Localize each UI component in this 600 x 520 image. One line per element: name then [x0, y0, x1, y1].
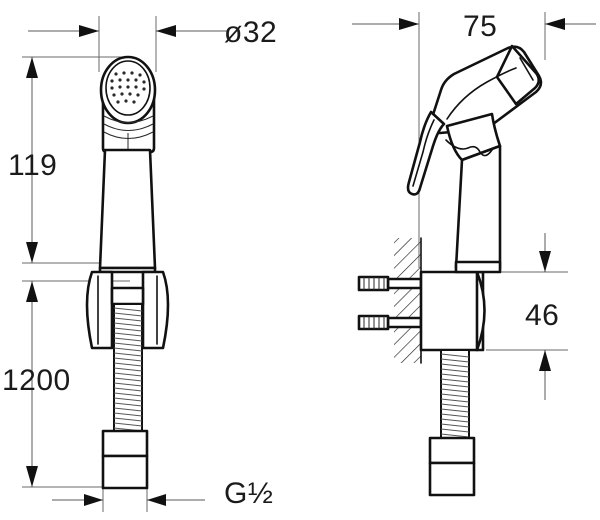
hose-nut-upper	[101, 429, 149, 458]
handle-body-front	[98, 148, 157, 270]
label-thread-g-half: G½	[224, 477, 273, 510]
spray-head-inner-ring	[105, 60, 151, 116]
collar-inner-box	[110, 286, 145, 306]
dim-diameter-32	[28, 25, 228, 37]
anchor-plug-ribs-upper	[363, 277, 385, 290]
dim-bracket-46	[539, 233, 551, 400]
arrow-d32-left	[79, 25, 99, 37]
spray-head-nozzle-cap	[495, 44, 541, 106]
spray-head-underside-detail	[445, 139, 493, 157]
hose-nut-lower	[101, 454, 149, 490]
label-diameter-32: ø32	[224, 16, 277, 49]
collar-lobe-right	[141, 270, 170, 350]
front-view-group	[22, 16, 228, 512]
spray-head-band-1	[103, 115, 154, 123]
label-bracket-46: 46	[525, 299, 559, 332]
wall-anchors	[357, 275, 423, 331]
spray-head-band-2	[103, 123, 154, 131]
hose-coil-lines-side	[440, 353, 470, 438]
label-bracket-75: 75	[463, 10, 497, 43]
bracket-rounded-face	[475, 270, 486, 352]
hose-nut-lower-side	[428, 461, 476, 497]
hose-nut-upper-side	[428, 436, 476, 465]
flexible-hose-front	[113, 303, 143, 432]
wall-anchor-upper	[357, 275, 423, 292]
bracket-top-flange	[454, 260, 502, 274]
wall-section	[394, 237, 422, 364]
label-hose-1200: 1200	[2, 364, 71, 397]
arrow-75-right	[545, 18, 565, 30]
spray-head-front	[99, 55, 157, 154]
wall-anchor-lower	[357, 314, 423, 331]
arrow-1200-bottom	[26, 466, 38, 487]
hose-end-nut-front	[101, 429, 149, 490]
trigger-lever-inner	[412, 119, 435, 187]
arrow-46-bottom	[539, 350, 551, 371]
spray-face-perforations	[110, 71, 146, 104]
handle-outline	[98, 148, 157, 270]
arrow-119-top	[26, 57, 38, 78]
dim-height-119	[26, 57, 38, 263]
anchor-screw-shaft-lower	[386, 316, 423, 329]
wall-bracket	[419, 260, 502, 352]
side-view-group	[352, 12, 596, 497]
hose-collar-front	[85, 266, 170, 350]
anchor-plug-ribs-lower	[363, 316, 385, 329]
arrow-thread-left	[84, 494, 103, 506]
wall-hatch-fill	[394, 238, 421, 363]
flexible-hose-side	[428, 349, 476, 497]
arrow-thread-right	[147, 494, 166, 506]
arrow-1200-top	[26, 281, 38, 302]
shroud-inner-line	[446, 67, 517, 120]
dim-bracket-75	[352, 18, 596, 30]
bracket-box	[419, 270, 485, 352]
hose-coil-lines	[113, 307, 143, 432]
arrow-46-top	[539, 251, 551, 272]
nozzle-cap-groove	[519, 57, 534, 81]
anchor-screw-shaft-upper	[386, 277, 423, 290]
handle-body-side	[454, 144, 502, 270]
dim-hose-1200	[26, 281, 38, 487]
arrow-75-left	[399, 18, 419, 30]
arrow-119-bottom	[26, 242, 38, 263]
arrow-d32-right	[156, 25, 176, 37]
label-height-119: 119	[8, 149, 57, 182]
collar-lobe-left	[85, 270, 114, 350]
spray-head-outer-ring	[99, 55, 157, 125]
